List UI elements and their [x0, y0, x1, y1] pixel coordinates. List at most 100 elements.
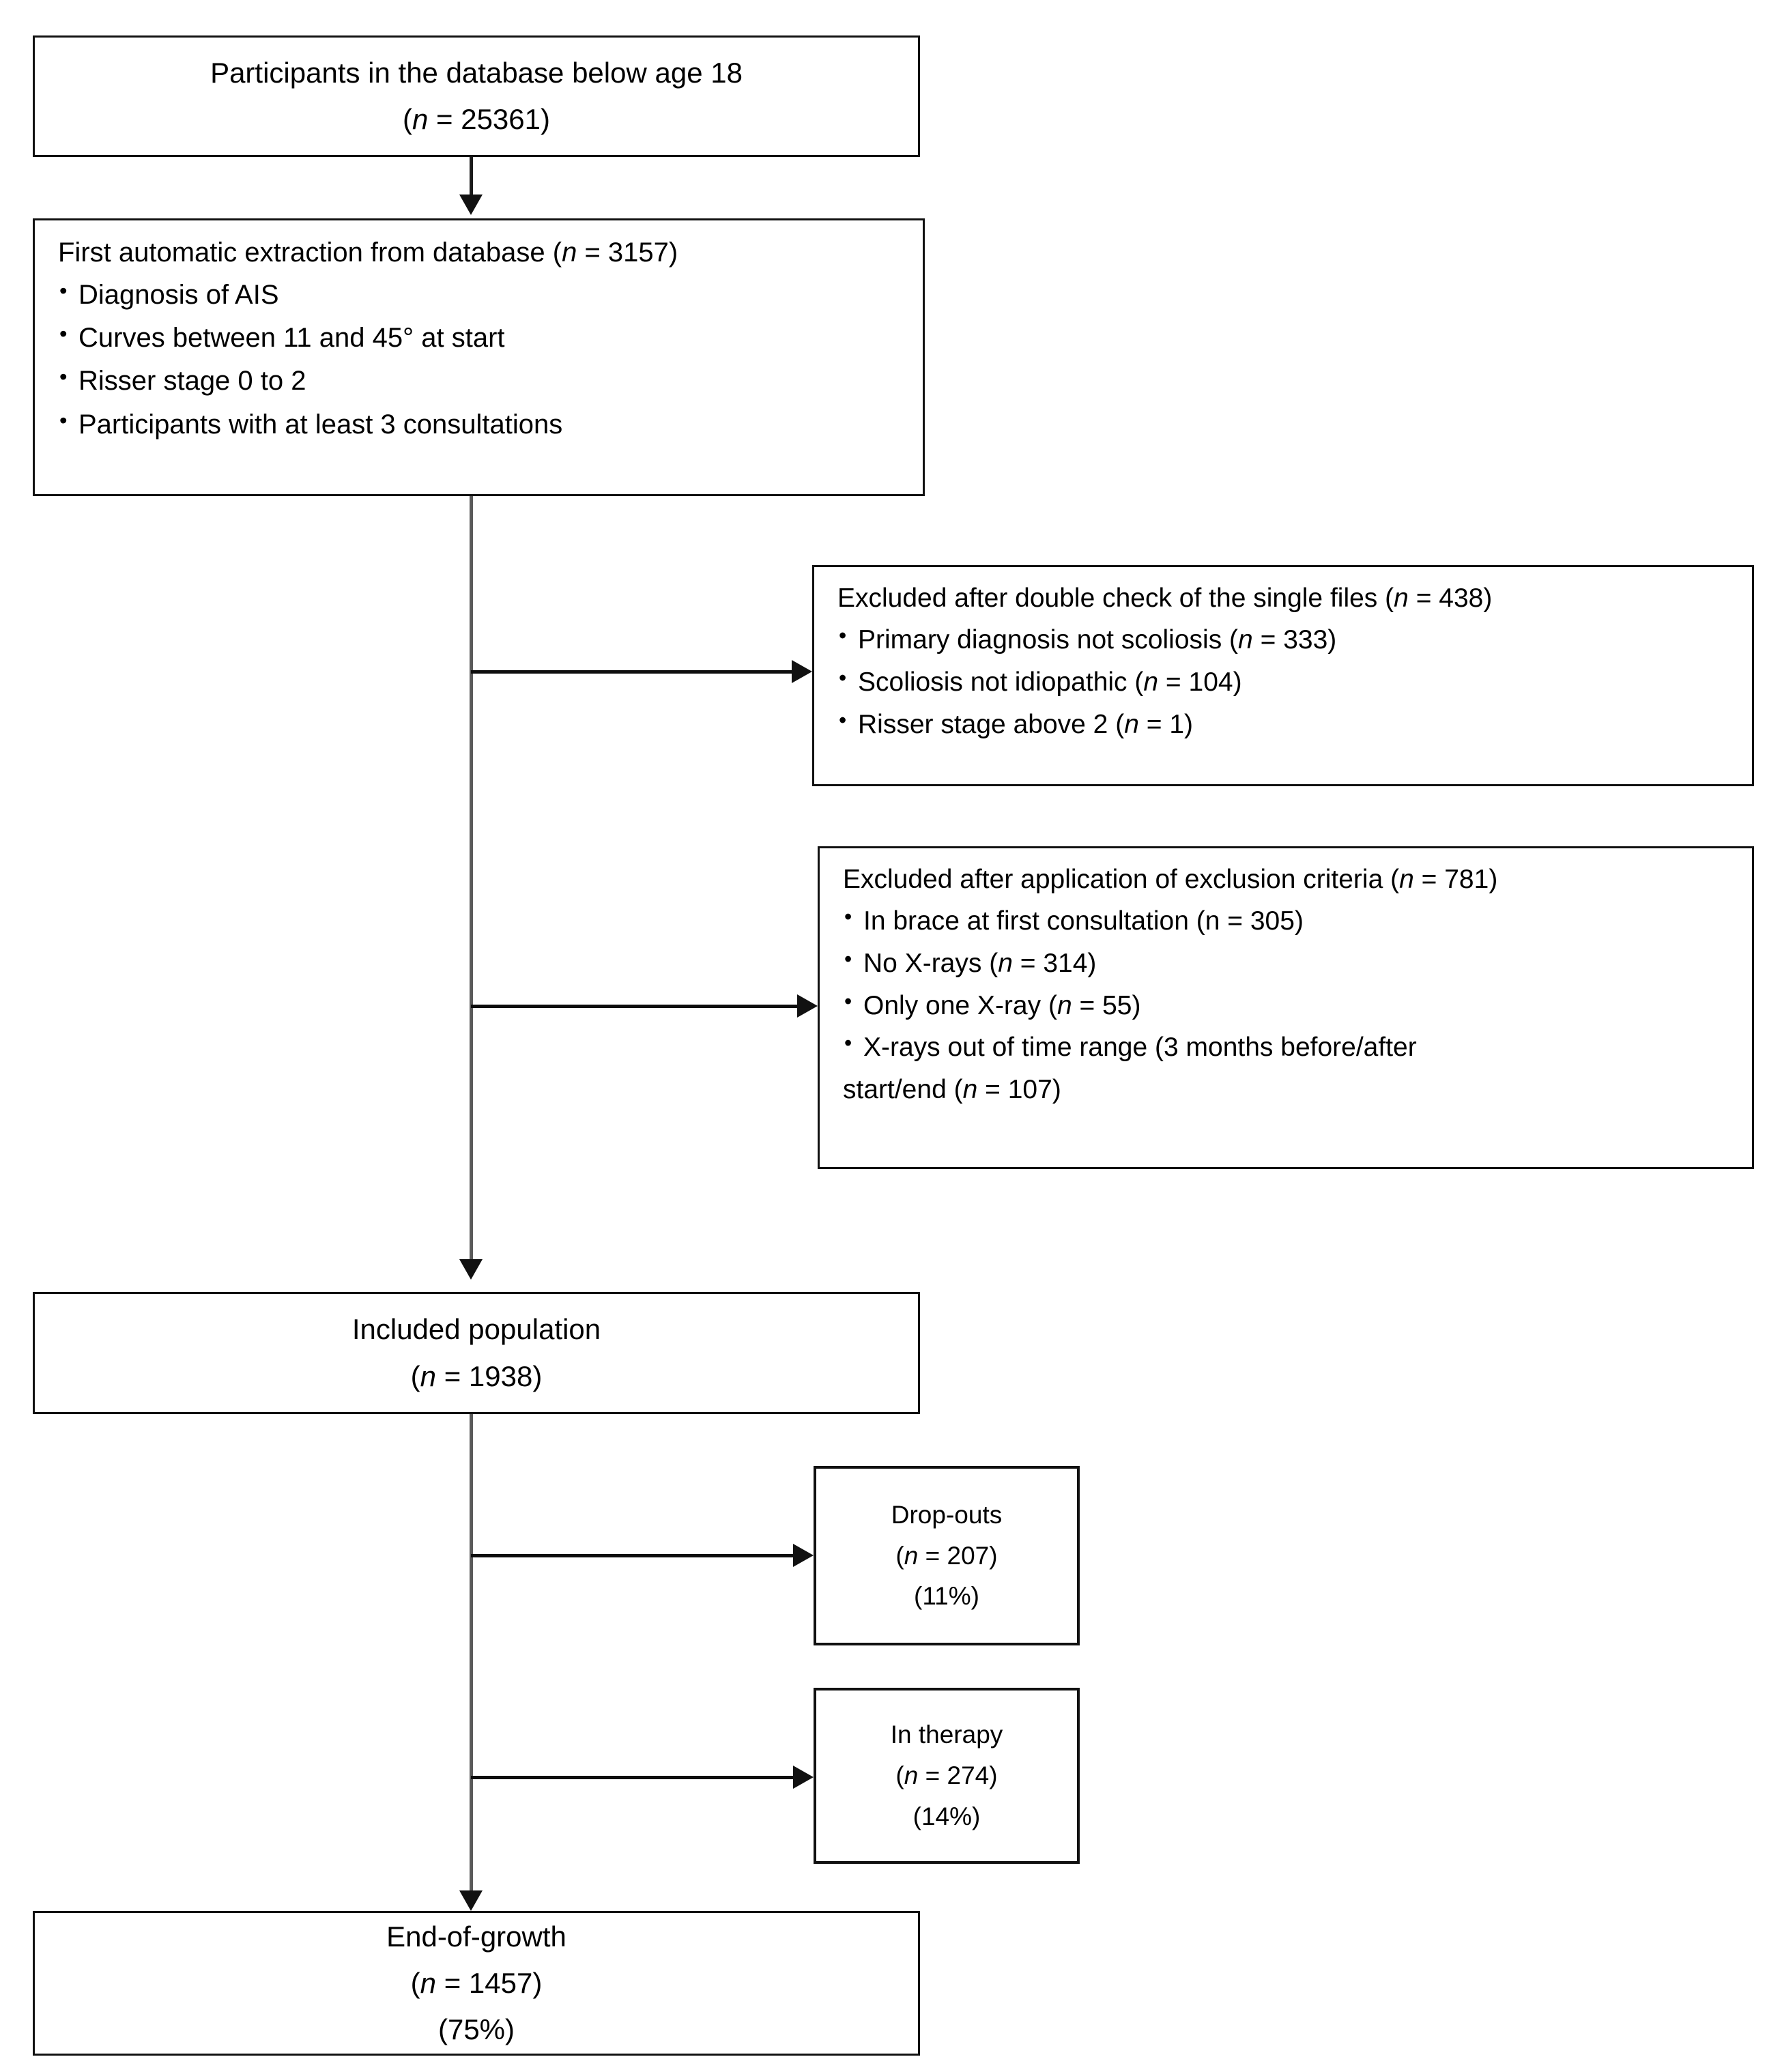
excluded-criteria-n-symbol: n: [1399, 865, 1414, 894]
excluded-double-check-bullet-2: Scoliosis not idiopathic (n = 104): [837, 661, 1752, 704]
criteria-cont-paren: (: [953, 1074, 963, 1104]
node-extraction[interactable]: First automatic extraction from database…: [33, 218, 925, 496]
criteria-bullet-3-n-value: = 55): [1072, 990, 1141, 1020]
main-flow-stem-lower: [470, 1414, 473, 1892]
criteria-bullet-1-text: In brace at first consultation (n = 305): [863, 906, 1304, 936]
excluded-criteria-paren-open: (: [1390, 865, 1400, 894]
end-of-growth-paren-open: (: [410, 1966, 420, 1999]
extraction-bullet-3: Risser stage 0 to 2: [58, 359, 923, 403]
criteria-bullet-3-paren: (: [1048, 990, 1057, 1020]
node-excluded-double-check[interactable]: Excluded after double check of the singl…: [812, 565, 1754, 786]
extraction-bullet-1: Diagnosis of AIS: [58, 273, 923, 317]
extraction-paren-open: (: [552, 238, 562, 268]
in-therapy-percent: (14%): [912, 1802, 981, 1830]
excluded-criteria-bullet-1: In brace at first consultation (n = 305): [843, 900, 1752, 943]
extraction-header: First automatic extraction from database…: [58, 231, 923, 274]
excluded-criteria-n-value: = 781): [1413, 865, 1498, 894]
extraction-n-value: = 3157): [577, 238, 678, 268]
participants-line1: Participants in the database below age 1…: [210, 56, 743, 89]
excluded-double-check-header-text: Excluded after double check of the singl…: [837, 584, 1385, 613]
arrowhead-to-end-of-growth: [459, 1890, 483, 1911]
dropouts-paren-open: (: [895, 1541, 904, 1570]
extraction-header-text: First automatic extraction from database: [58, 238, 553, 268]
criteria-bullet-2-paren: (: [989, 949, 998, 979]
dropouts-n-value: = 207): [918, 1541, 998, 1570]
bullet-1-n-value: = 333): [1252, 625, 1337, 655]
end-of-growth-line1: End-of-growth: [386, 1920, 566, 1953]
excluded-double-check-n-value: = 438): [1408, 584, 1493, 613]
dropouts-n-symbol: n: [904, 1541, 919, 1570]
criteria-cont-text: start/end: [843, 1074, 954, 1104]
excluded-criteria-bullet-3: Only one X-ray (n = 55): [843, 984, 1752, 1027]
participants-n-value: = 25361): [428, 103, 550, 135]
criteria-cont-n-value: = 107): [977, 1074, 1061, 1104]
end-of-growth-percent: (75%): [437, 2013, 515, 2046]
end-of-growth-n-symbol: n: [420, 1966, 437, 1999]
node-end-of-growth[interactable]: End-of-growth (n = 1457) (75%): [33, 1911, 920, 2056]
excluded-double-check-n-symbol: n: [1394, 584, 1409, 613]
in-therapy-count: (n = 274): [895, 1755, 997, 1796]
bullet-3-n-value: = 1): [1138, 709, 1194, 739]
main-flow-stem-upper: [470, 496, 473, 1259]
arrowhead-to-excluded-criteria: [797, 994, 818, 1018]
participants-paren-open: (: [402, 103, 412, 135]
excluded-criteria-continuation: start/end (n = 107): [843, 1069, 1752, 1111]
dropouts-percent: (11%): [914, 1582, 979, 1611]
extraction-bullet-4: Participants with at least 3 consultatio…: [58, 403, 923, 446]
bullet-3-paren: (: [1115, 709, 1125, 739]
extraction-n-symbol: n: [562, 238, 577, 268]
arrowhead-to-dropouts: [793, 1544, 814, 1567]
bullet-2-text: Scoliosis not idiopathic: [858, 667, 1135, 697]
excluded-double-check-paren-open: (: [1385, 584, 1394, 613]
criteria-bullet-4-text: X-rays out of time range (3 months befor…: [863, 1033, 1417, 1063]
arrowhead-to-extraction: [459, 195, 483, 215]
connector-to-dropouts: [471, 1554, 794, 1557]
bullet-1-text: Primary diagnosis not scoliosis: [858, 625, 1230, 655]
criteria-bullet-2-n-value: = 314): [1012, 949, 1097, 979]
connector-participants-to-extraction: [470, 157, 473, 197]
included-n-symbol: n: [420, 1359, 437, 1392]
dropouts-line1: Drop-outs: [891, 1500, 1003, 1529]
excluded-double-check-bullet-1: Primary diagnosis not scoliosis (n = 333…: [837, 618, 1752, 661]
criteria-bullet-2-n-symbol: n: [998, 949, 1013, 979]
criteria-bullet-3-n-symbol: n: [1057, 990, 1072, 1020]
arrowhead-to-included: [459, 1259, 483, 1280]
included-n-value: = 1938): [436, 1359, 543, 1392]
excluded-criteria-bullet-2: No X-rays (n = 314): [843, 942, 1752, 985]
node-dropouts[interactable]: Drop-outs (n = 207) (11%): [814, 1466, 1080, 1645]
excluded-double-check-header: Excluded after double check of the singl…: [837, 578, 1752, 619]
connector-to-excluded-criteria: [471, 1005, 799, 1008]
participants-count: (n = 25361): [403, 96, 550, 143]
end-of-growth-n-value: = 1457): [436, 1966, 543, 1999]
in-therapy-n-symbol: n: [904, 1761, 919, 1790]
bullet-1-paren: (: [1229, 625, 1239, 655]
extraction-bullet-2: Curves between 11 and 45° at start: [58, 316, 923, 360]
arrowhead-to-in-therapy: [793, 1766, 814, 1789]
bullet-1-n-symbol: n: [1238, 625, 1253, 655]
excluded-criteria-header-text: Excluded after application of exclusion …: [843, 865, 1391, 894]
bullet-3-n-symbol: n: [1124, 709, 1139, 739]
node-participants[interactable]: Participants in the database below age 1…: [33, 35, 920, 157]
included-line1: Included population: [351, 1313, 601, 1346]
bullet-2-paren: (: [1134, 667, 1144, 697]
excluded-criteria-bullet-4: X-rays out of time range (3 months befor…: [843, 1026, 1752, 1069]
criteria-cont-n-symbol: n: [962, 1074, 978, 1104]
connector-to-excluded-double-check: [471, 670, 793, 674]
end-of-growth-count: (n = 1457): [411, 1960, 543, 2006]
dropouts-count: (n = 207): [895, 1536, 997, 1577]
node-excluded-criteria[interactable]: Excluded after application of exclusion …: [818, 846, 1754, 1169]
node-included-population[interactable]: Included population (n = 1938): [33, 1292, 920, 1414]
connector-to-in-therapy: [471, 1776, 794, 1779]
criteria-bullet-3-text: Only one X-ray: [863, 990, 1048, 1020]
arrowhead-to-excluded-double-check: [792, 660, 812, 683]
in-therapy-line1: In therapy: [890, 1721, 1003, 1749]
excluded-criteria-header: Excluded after application of exclusion …: [843, 859, 1752, 900]
bullet-3-text: Risser stage above 2: [858, 709, 1116, 739]
criteria-bullet-2-text: No X-rays: [863, 949, 990, 979]
in-therapy-paren-open: (: [895, 1761, 904, 1790]
participants-n-symbol: n: [412, 103, 429, 135]
bullet-2-n-symbol: n: [1143, 667, 1159, 697]
excluded-double-check-bullet-3: Risser stage above 2 (n = 1): [837, 703, 1752, 746]
node-in-therapy[interactable]: In therapy (n = 274) (14%): [814, 1688, 1080, 1864]
